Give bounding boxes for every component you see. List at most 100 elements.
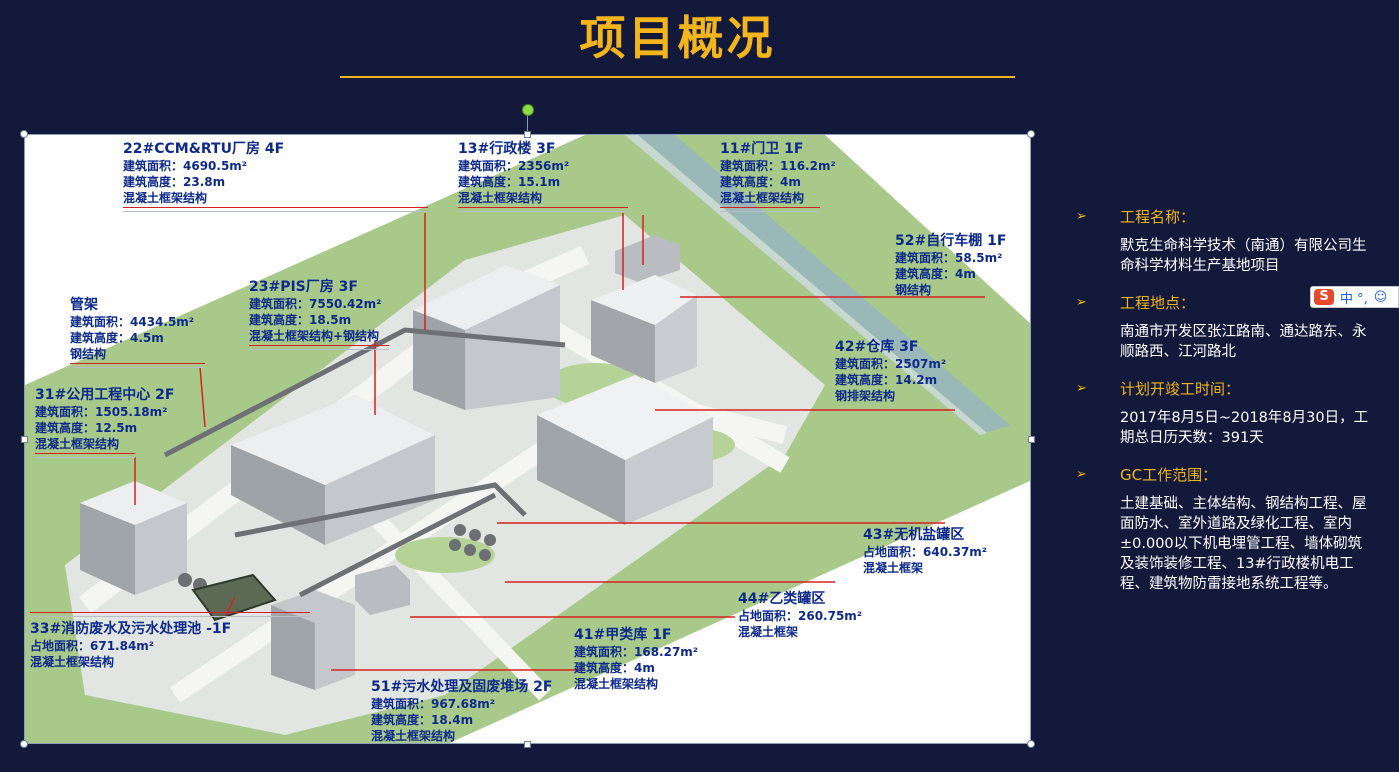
arrow-bullet-icon: ➢ bbox=[1076, 467, 1087, 482]
label-line: 建筑面积：4434.5m² bbox=[70, 315, 195, 329]
label-title: 33#消防废水及污水处理池 -1F bbox=[30, 621, 232, 637]
label-44-tank: 44#乙类罐区 占地面积：260.75m² 混凝土框架 bbox=[738, 591, 862, 640]
label-line: 建筑高度：18.5m bbox=[249, 313, 352, 327]
resize-handle-bottom-left[interactable] bbox=[20, 740, 28, 748]
label-line: 混凝土框架结构 bbox=[30, 655, 115, 669]
resize-handle-right[interactable] bbox=[1028, 436, 1035, 443]
label-line: 建筑高度：4m bbox=[574, 661, 655, 675]
info-heading: 工程地点： bbox=[1120, 294, 1196, 312]
label-line: 占地面积：640.37m² bbox=[863, 545, 988, 559]
label-31-utility: 31#公用工程中心 2F 建筑面积：1505.18m² 建筑高度：12.5m 混… bbox=[35, 387, 174, 458]
info-gc-scope: ➢GC工作范围： 土建基础、主体结构、钢结构工程、屋面防水、室外道路及绿化工程、… bbox=[1070, 464, 1370, 594]
arrow-bullet-icon: ➢ bbox=[1076, 295, 1087, 310]
label-title: 51#污水处理及固废堆场 2F bbox=[371, 679, 553, 695]
label-line: 钢结构 bbox=[70, 347, 107, 361]
label-52-bike-shed: 52#自行车棚 1F 建筑面积：58.5m² 建筑高度：4m 钢结构 bbox=[895, 233, 1006, 298]
label-33-fire-water: 33#消防废水及污水处理池 -1F 占地面积：671.84m² 混凝土框架结构 bbox=[30, 611, 310, 670]
leader-underline bbox=[720, 207, 820, 212]
resize-handle-bottom[interactable] bbox=[524, 741, 531, 748]
label-title: 52#自行车棚 1F bbox=[895, 233, 1007, 249]
label-23-pis: 23#PIS厂房 3F 建筑面积：7550.42m² 建筑高度：18.5m 混凝… bbox=[249, 279, 389, 350]
label-line: 混凝土框架结构 bbox=[123, 191, 208, 205]
label-title: 22#CCM&RTU厂房 4F bbox=[123, 141, 285, 157]
info-body: 土建基础、主体结构、钢结构工程、屋面防水、室外道路及绿化工程、室内±0.000以… bbox=[1120, 496, 1367, 592]
label-line: 建筑高度：4m bbox=[720, 175, 801, 189]
label-title: 11#门卫 1F bbox=[720, 141, 804, 157]
label-line: 建筑面积：7550.42m² bbox=[249, 297, 382, 311]
label-line: 建筑高度：15.1m bbox=[458, 175, 561, 189]
resize-handle-top-left[interactable] bbox=[20, 130, 28, 138]
label-title: 42#仓库 3F bbox=[835, 339, 919, 355]
label-title: 31#公用工程中心 2F bbox=[35, 387, 175, 403]
label-41-class-a-store: 41#甲类库 1F 建筑面积：168.27m² 建筑高度：4m 混凝土框架结构 bbox=[574, 627, 698, 692]
label-title: 管架 bbox=[70, 297, 98, 313]
label-line: 建筑面积：4690.5m² bbox=[123, 159, 248, 173]
label-line: 混凝土框架结构 bbox=[574, 677, 659, 691]
sogou-logo-icon[interactable]: S bbox=[1314, 289, 1334, 305]
project-info-panel: ➢ 工程名称： 默克生命科学技术（南通）有限公司生命科学材料生产基地项目 ➢ 工程地… bbox=[1070, 206, 1370, 610]
leader-underline bbox=[458, 207, 628, 212]
smiley-icon[interactable]: ☺ bbox=[1373, 289, 1388, 305]
label-13-office: 13#行政楼 3F 建筑面积：2356m² 建筑高度：15.1m 混凝土框架结构 bbox=[458, 141, 628, 212]
label-line: 混凝土框架结构 bbox=[371, 729, 456, 743]
leader-underline bbox=[123, 207, 428, 212]
label-line: 建筑高度：12.5m bbox=[35, 421, 138, 435]
leader-underline bbox=[35, 453, 135, 458]
label-43-salt-tank: 43#无机盐罐区 占地面积：640.37m² 混凝土框架 bbox=[863, 527, 987, 576]
ime-mode-indicator[interactable]: 中 °, bbox=[1340, 291, 1368, 307]
info-project-name: ➢ 工程名称： 默克生命科学技术（南通）有限公司生命科学材料生产基地项目 bbox=[1070, 206, 1370, 276]
label-line: 建筑面积：2507m² bbox=[835, 357, 947, 371]
label-title: 43#无机盐罐区 bbox=[863, 527, 965, 543]
resize-handle-top-right[interactable] bbox=[1027, 130, 1035, 138]
label-line: 混凝土框架结构 bbox=[35, 437, 120, 451]
label-51-wastewater: 51#污水处理及固废堆场 2F 建筑面积：967.68m² 建筑高度：18.4m… bbox=[371, 679, 553, 743]
site-plan-image[interactable]: 22#CCM&RTU厂房 4F 建筑面积：4690.5m² 建筑高度：23.8m… bbox=[24, 134, 1031, 744]
label-line: 建筑高度：23.8m bbox=[123, 175, 226, 189]
label-22-ccm-rtu: 22#CCM&RTU厂房 4F 建筑面积：4690.5m² 建筑高度：23.8m… bbox=[123, 141, 428, 212]
label-line: 混凝土框架结构 bbox=[720, 191, 805, 205]
label-line: 混凝土框架 bbox=[738, 625, 799, 639]
rotation-handle[interactable] bbox=[522, 104, 534, 116]
label-line: 建筑高度：4m bbox=[895, 267, 976, 281]
arrow-bullet-icon: ➢ bbox=[1076, 209, 1087, 224]
leader-underline bbox=[70, 363, 205, 368]
arrow-bullet-icon: ➢ bbox=[1076, 381, 1087, 396]
resize-handle-bottom-right[interactable] bbox=[1027, 740, 1035, 748]
title-underline bbox=[340, 76, 1015, 78]
label-line: 建筑高度：18.4m bbox=[371, 713, 474, 727]
label-title: 44#乙类罐区 bbox=[738, 591, 826, 607]
info-body: 2017年8月5日~2018年8月30日，工期总日历天数：391天 bbox=[1120, 410, 1369, 446]
label-line: 占地面积：671.84m² bbox=[30, 639, 155, 653]
info-schedule: ➢ 计划开竣工时间： 2017年8月5日~2018年8月30日，工期总日历天数：3… bbox=[1070, 378, 1370, 448]
label-title: 41#甲类库 1F bbox=[574, 627, 672, 643]
label-line: 混凝土框架 bbox=[863, 561, 924, 575]
label-11-gate: 11#门卫 1F 建筑面积：116.2m² 建筑高度：4m 混凝土框架结构 bbox=[720, 141, 836, 212]
label-line: 建筑面积：58.5m² bbox=[895, 251, 1003, 265]
label-title: 13#行政楼 3F bbox=[458, 141, 556, 157]
resize-handle-left[interactable] bbox=[21, 436, 28, 443]
info-heading: 计划开竣工时间： bbox=[1120, 380, 1241, 398]
label-line: 占地面积：260.75m² bbox=[738, 609, 863, 623]
slide-title: 项目概况 bbox=[579, 11, 776, 65]
site-plan-illustration bbox=[25, 135, 1030, 743]
leader-underline bbox=[249, 345, 389, 350]
label-line: 建筑高度：4.5m bbox=[70, 331, 164, 345]
label-line: 建筑面积：116.2m² bbox=[720, 159, 836, 173]
label-line: 混凝土框架结构+钢结构 bbox=[249, 329, 380, 343]
info-body: 默克生命科学技术（南通）有限公司生命科学材料生产基地项目 bbox=[1120, 238, 1367, 274]
info-heading: 工程名称： bbox=[1120, 208, 1196, 226]
label-pipe-rack: 管架 建筑面积：4434.5m² 建筑高度：4.5m 钢结构 bbox=[70, 297, 205, 368]
info-body: 南通市开发区张江路南、通达路东、永顺路西、江河路北 bbox=[1120, 324, 1367, 360]
label-line: 建筑面积：168.27m² bbox=[574, 645, 699, 659]
label-line: 建筑面积：2356m² bbox=[458, 159, 570, 173]
label-42-warehouse: 42#仓库 3F 建筑面积：2507m² 建筑高度：14.2m 钢排架结构 bbox=[835, 339, 946, 404]
label-line: 建筑面积：967.68m² bbox=[371, 697, 496, 711]
rotation-handle-stem bbox=[527, 114, 528, 134]
label-line: 建筑面积：1505.18m² bbox=[35, 405, 168, 419]
label-line: 钢结构 bbox=[895, 283, 932, 297]
label-line: 钢排架结构 bbox=[835, 389, 896, 403]
resize-handle-top[interactable] bbox=[524, 131, 531, 138]
ime-toolbar[interactable]: S 中 °, ☺ bbox=[1310, 286, 1399, 308]
label-title: 23#PIS厂房 3F bbox=[249, 279, 358, 295]
leader-underline bbox=[30, 612, 310, 617]
